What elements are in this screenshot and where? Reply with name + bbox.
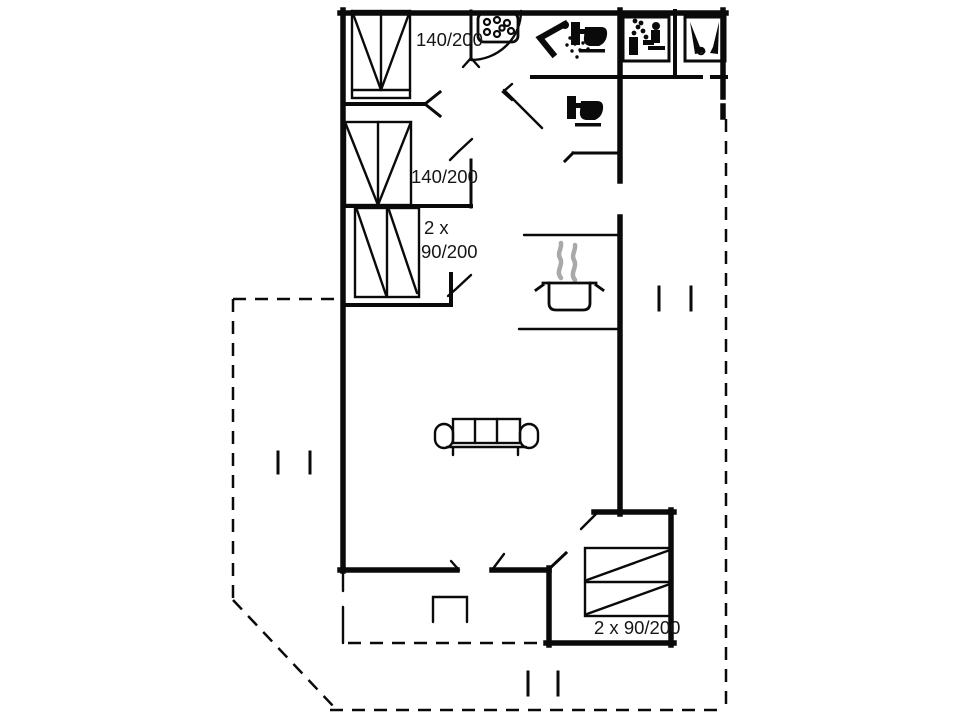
- double-bed-icon: [350, 9, 412, 100]
- cooking-pot-icon: [534, 240, 605, 312]
- terrace-outline: [231, 119, 728, 712]
- double-bed-icon: [343, 120, 413, 207]
- bed1-size-label: 140/200: [416, 29, 483, 50]
- entrance-step: [431, 595, 469, 624]
- door-marks: [422, 9, 599, 573]
- bunk-beds-icon: [583, 546, 674, 618]
- bed3-size-label-line2: 90/200: [421, 241, 478, 262]
- bed3-size-label-line1: 2 x: [424, 217, 449, 238]
- bed2-size-label: 140/200: [411, 166, 478, 187]
- interior-walls: [341, 9, 677, 331]
- shower-icon: [535, 19, 590, 59]
- sofa-icon: [433, 417, 540, 457]
- terrace-opening-marks: [276, 285, 693, 697]
- toilet-icon: [571, 22, 608, 53]
- bunk-beds-icon: [353, 206, 421, 299]
- bed4-size-label: 2 x 90/200: [594, 617, 680, 638]
- toilet-icon: [567, 96, 604, 127]
- whirlpool-icon: [476, 11, 520, 44]
- sauna-icon: [621, 15, 671, 63]
- vacuum-cleaner-icon: [683, 15, 727, 63]
